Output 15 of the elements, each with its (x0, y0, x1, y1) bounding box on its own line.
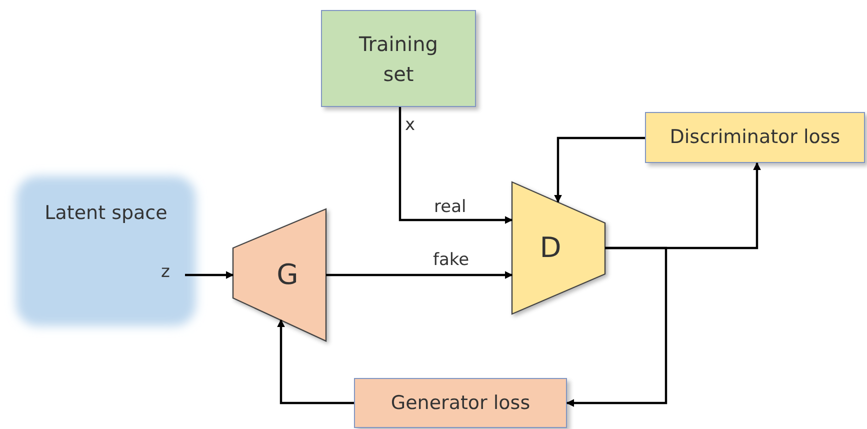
arrow (554, 136, 645, 203)
loss-box (354, 378, 567, 428)
loss-box (645, 112, 865, 163)
node-label: Training set (358, 30, 439, 88)
node-label: G (276, 257, 298, 293)
node-label: Generator loss (390, 390, 530, 416)
node-label: Discriminator loss (670, 125, 840, 150)
dataset-box (321, 10, 476, 107)
arrow (566, 246, 668, 407)
arrow (277, 319, 354, 404)
node-label: Latent space (44, 200, 168, 226)
arrow (185, 271, 234, 279)
arrow (326, 271, 513, 279)
arrow (398, 107, 513, 224)
node-label: D (540, 230, 562, 266)
